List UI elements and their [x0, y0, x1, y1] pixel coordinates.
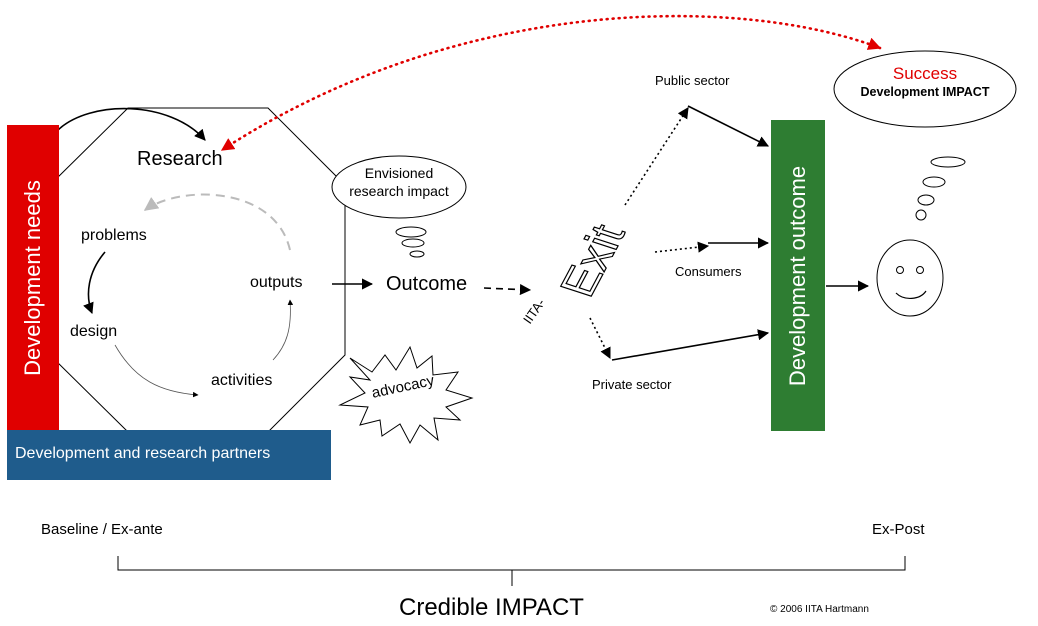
thought-bubble: [395, 226, 427, 238]
outputs-label: outputs: [250, 274, 303, 291]
public-sector-label: Public sector: [655, 73, 730, 88]
success-label: Success: [892, 64, 958, 83]
problems-to-design-arrow: [83, 251, 106, 315]
smiley-icon: [876, 239, 944, 317]
design-label: design: [70, 323, 118, 340]
exit-to-private-dotted: [589, 317, 611, 360]
partners-label: Development and research partners: [15, 445, 271, 462]
thought-bubble: [917, 194, 935, 206]
envisioned-line-1: Envisioned: [364, 165, 434, 181]
thought-bubble: [409, 250, 425, 258]
partners-bar: Development and research partners: [7, 430, 331, 480]
cycle-dashed-arrow: [143, 193, 291, 251]
exit-to-consumers-dotted: [654, 241, 710, 253]
outcome-to-exit-arrow: [483, 283, 532, 296]
development-impact-label: Development IMPACT: [860, 85, 990, 99]
needs-to-research-arrow: [57, 107, 206, 141]
consumers-label: Consumers: [675, 264, 742, 279]
advocacy-starburst: [338, 345, 474, 445]
success-bubble: [833, 50, 1017, 128]
problems-label: problems: [81, 227, 147, 244]
development-outcome-label: Development outcome: [785, 165, 810, 386]
development-needs-label: Development needs: [20, 179, 45, 376]
credible-impact-label: Credible IMPACT: [399, 594, 584, 621]
private-to-outcome-arrow: [611, 329, 770, 361]
activities-label: activities: [211, 372, 273, 389]
development-outcome-bar: Development outcome: [771, 120, 825, 431]
feedback-arc: [220, 14, 882, 152]
thought-bubble: [922, 176, 946, 188]
thought-bubble: [915, 209, 927, 221]
envisioned-bubble: [331, 155, 467, 219]
activities-to-outputs-arrow: [272, 299, 294, 361]
credible-impact-bracket: [117, 556, 906, 586]
private-sector-label: Private sector: [592, 377, 672, 392]
envisioned-line-2: research impact: [349, 183, 449, 199]
thought-bubble: [930, 156, 966, 168]
public-to-outcome-arrow: [687, 105, 770, 147]
success-text: Success Development IMPACT: [834, 64, 1016, 101]
envisioned-text: Envisioned research impact: [333, 164, 465, 200]
thought-bubble: [401, 238, 425, 248]
research-label: Research: [137, 148, 223, 170]
development-needs-bar: Development needs: [7, 125, 59, 430]
design-to-activities-arrow: [114, 344, 199, 398]
expost-label: Ex-Post: [872, 521, 925, 538]
copyright-label: © 2006 IITA Hartmann: [770, 604, 869, 615]
baseline-label: Baseline / Ex-ante: [41, 521, 163, 538]
exit-to-public-dotted: [624, 107, 689, 206]
outcome-label: Outcome: [386, 273, 468, 295]
